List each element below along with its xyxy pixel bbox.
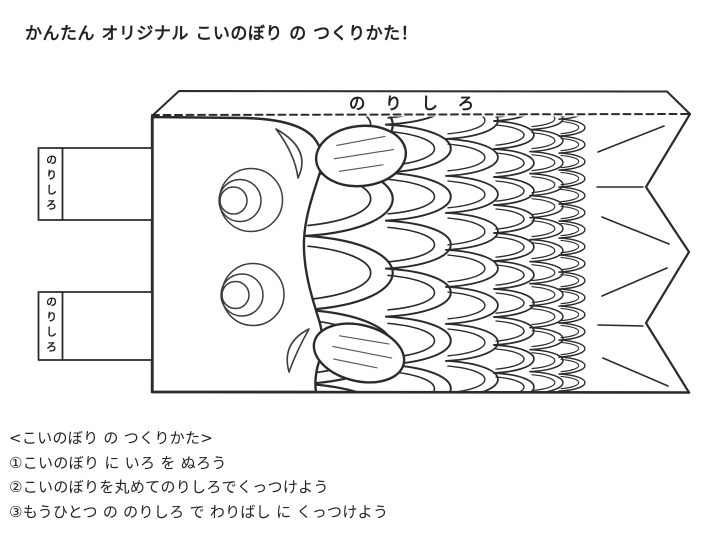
tail-ray <box>602 357 669 387</box>
fold-line-dashed <box>151 113 691 116</box>
instructions-block: <こいのぼり の つくりかた> ①こいのぼり に いろ を ぬろう ②こいのぼり… <box>9 426 388 524</box>
pectoral-fin-bottom <box>312 322 406 384</box>
instruction-step-2: ②こいのぼりを丸めてのりしろでくっつけよう <box>9 478 329 497</box>
instruction-step-3: ③もうひとつ の のりしろ で わりばし に くっつけよう <box>9 502 389 521</box>
instruction-step-1: ①こいのぼり に いろ を ぬろう <box>9 453 227 472</box>
glue-flap-label: の り し ろ <box>348 94 482 113</box>
glue-tab-top <box>37 147 153 221</box>
tail-ray <box>601 267 668 297</box>
tail-ray <box>597 125 665 153</box>
body-bottom-edge <box>150 390 691 394</box>
tail-ray <box>597 324 644 327</box>
fish-eye-bottom <box>220 262 285 327</box>
instructions-heading: <こいのぼり の つくりかた> <box>9 429 214 447</box>
glue-flap-top <box>151 90 691 117</box>
head-crescent-bottom <box>286 328 310 373</box>
fish-body-outline <box>150 113 691 394</box>
glue-tab-bottom <box>37 291 153 361</box>
head-outline <box>150 115 324 394</box>
glue-tab-bottom-label: のりしろ <box>44 296 58 356</box>
fish-tail <box>596 112 692 394</box>
page-title: かんたん オリジナル こいのぼり の つくりかた！ <box>25 24 419 44</box>
pectoral-fin-top <box>314 124 408 188</box>
tail-ray <box>601 216 670 245</box>
tail-zigzag-edge <box>644 112 692 394</box>
fish-scales-pattern <box>304 116 586 392</box>
glue-tabs <box>37 147 153 361</box>
fish-eye-top <box>218 167 284 233</box>
fish-head <box>150 115 324 394</box>
glue-tab-top-label: のりしろ <box>44 154 58 214</box>
head-crescent-top <box>275 128 303 179</box>
